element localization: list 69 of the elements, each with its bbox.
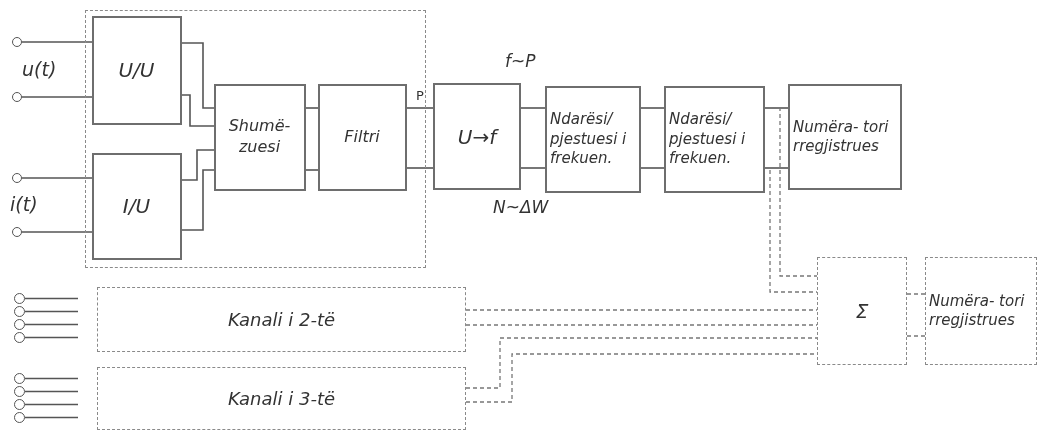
signal-line: [181, 94, 215, 127]
process-block: [664, 86, 765, 193]
block-label: Ndarësi/ pjestuesi i frekuen.: [669, 110, 747, 169]
signal-line: [181, 42, 215, 109]
terminal-circle: [14, 293, 25, 304]
signal-line: [24, 336, 79, 339]
terminal-circle: [14, 373, 25, 384]
signal-line: [24, 297, 79, 300]
block-label: U/U: [118, 57, 155, 83]
signal-line: [406, 107, 434, 109]
annotation-label: f~P: [505, 51, 536, 71]
process-block: [213, 83, 306, 191]
dashed-block: [817, 257, 907, 365]
dashed-block: [925, 257, 1037, 365]
terminal-circle: [14, 319, 25, 330]
edge-label: P: [415, 88, 425, 103]
dashed-block: [97, 287, 466, 352]
block-label: Ndarësi/ pjestuesi i frekuen.: [550, 110, 628, 169]
block-label: Kanali i 2-të: [227, 307, 336, 332]
signal-line: [21, 96, 93, 98]
signal-line: [640, 167, 665, 169]
terminal-circle: [12, 227, 22, 237]
annotation-label: N~ΔW: [493, 197, 549, 217]
terminal-circle: [14, 306, 25, 317]
block-label: Numëra- tori rregjistrues: [793, 117, 890, 157]
signal-line: [21, 177, 93, 179]
signal-line: [640, 107, 665, 109]
signal-line: [305, 107, 319, 109]
block-label: Numëra- tori rregjistrues: [929, 291, 1026, 331]
signal-line: [21, 41, 93, 43]
terminal-circle: [14, 412, 25, 423]
signal-line: [520, 167, 546, 169]
terminal-circle: [14, 399, 25, 410]
dashed-signal-line: [764, 107, 818, 277]
channel-frame: [85, 10, 426, 268]
block-label: U→f: [457, 123, 497, 150]
signal-line: [181, 149, 215, 181]
dashed-signal-line: [906, 293, 926, 295]
process-block: [91, 152, 182, 260]
signal-line: [24, 416, 79, 419]
signal-line: [21, 231, 93, 233]
process-block: [91, 15, 182, 125]
signal-line: [24, 377, 79, 380]
block-label: Shumë- zuesi: [227, 116, 292, 158]
signal-line: [24, 310, 79, 313]
terminal-circle: [12, 92, 22, 102]
block-label: Kanali i 3-të: [227, 386, 336, 411]
dashed-signal-line: [465, 337, 818, 389]
terminal-circle: [12, 173, 22, 183]
signal-line: [406, 167, 434, 169]
block-label: Σ: [855, 298, 869, 324]
terminal-circle: [14, 386, 25, 397]
terminal-circle: [14, 332, 25, 343]
signal-line: [181, 169, 215, 231]
block-label: Filtri: [344, 126, 380, 148]
process-block: [788, 84, 902, 190]
signal-line: [520, 107, 546, 109]
signal-line: [24, 390, 79, 393]
signal-line: [24, 403, 79, 406]
signal-line: [24, 323, 79, 326]
signal-label: i(t): [10, 193, 38, 215]
process-block: [317, 83, 407, 191]
terminal-circle: [12, 37, 22, 47]
dashed-block: [97, 367, 466, 430]
process-block: [545, 86, 641, 193]
block-label: I/U: [122, 193, 151, 219]
dashed-signal-line: [906, 335, 926, 337]
signal-line: [305, 169, 319, 171]
signal-label: u(t): [22, 58, 57, 80]
